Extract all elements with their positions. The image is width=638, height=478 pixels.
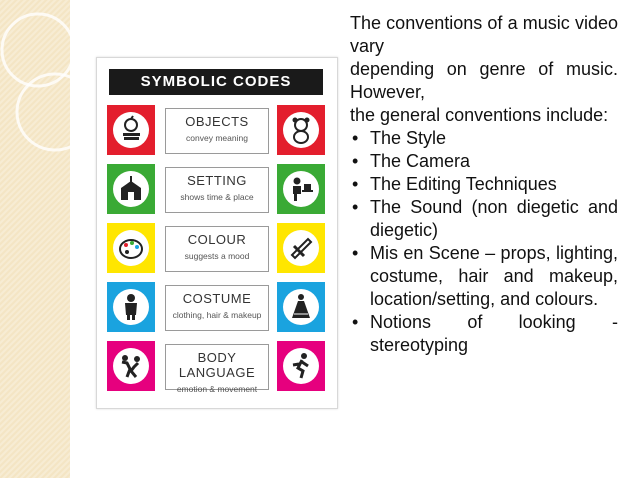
code-title: OBJECTS [185,114,249,129]
left-color-tile [107,341,155,391]
intro-line-1: The conventions of a music video vary [350,13,618,56]
dress-icon [283,289,319,325]
right-color-tile [277,223,325,273]
poster-title: SYMBOLIC CODES [109,69,323,95]
symbolic-code-row: BODY LANGUAGE emotion & movement [107,341,325,394]
list-item: Mis en Scene – props, lighting, costume,… [352,242,618,311]
code-label-box: SETTING shows time & place [165,167,269,213]
list-item: The Camera [352,150,618,173]
running-figure-icon [283,348,319,384]
decorative-rings [0,12,80,152]
code-label-box: COLOUR suggests a mood [165,226,269,272]
right-color-tile [277,341,325,391]
code-title: COSTUME [182,291,252,306]
code-description: emotion & movement [176,384,258,394]
intro-line-3: the general conventions include: [350,105,609,125]
left-color-tile [107,223,155,273]
symbolic-code-row: OBJECTS convey meaning [107,105,325,155]
paint-palette-icon [113,230,149,266]
symbolic-code-row: COSTUME clothing, hair & makeup [107,282,325,332]
left-color-tile [107,282,155,332]
code-label-box: COSTUME clothing, hair & makeup [165,285,269,331]
right-color-tile [277,164,325,214]
conventions-list: The Style The Camera The Editing Techniq… [350,127,618,357]
apple-books-icon [113,112,149,148]
code-title: BODY LANGUAGE [178,350,256,380]
fighting-figures-icon [113,348,149,384]
left-color-tile [107,105,155,155]
code-label-box: OBJECTS convey meaning [165,108,269,154]
costume-person-icon [113,289,149,325]
conventions-text: The conventions of a music video vary de… [350,12,618,357]
symbolic-code-row: COLOUR suggests a mood [107,223,325,273]
symbolic-code-row: SETTING shows time & place [107,164,325,214]
code-description: shows time & place [180,192,254,202]
code-title: SETTING [187,173,247,188]
list-item: The Sound (non diegetic and diegetic) [352,196,618,242]
crayons-icon [283,230,319,266]
left-color-tile [107,164,155,214]
right-color-tile [277,105,325,155]
code-description: convey meaning [186,133,248,143]
person-at-desk-icon [283,171,319,207]
schoolhouse-icon [113,171,149,207]
list-item: Notions of looking - stereotyping [352,311,618,357]
teddy-bear-icon [283,112,319,148]
list-item: The Style [352,127,618,150]
intro-line-2: depending on genre of music. However, [350,59,618,102]
code-title: COLOUR [187,232,247,247]
code-label-box: BODY LANGUAGE emotion & movement [165,344,269,394]
right-color-tile [277,282,325,332]
code-description: clothing, hair & makeup [172,310,262,320]
list-item: The Editing Techniques [352,173,618,196]
code-description: suggests a mood [184,251,250,261]
